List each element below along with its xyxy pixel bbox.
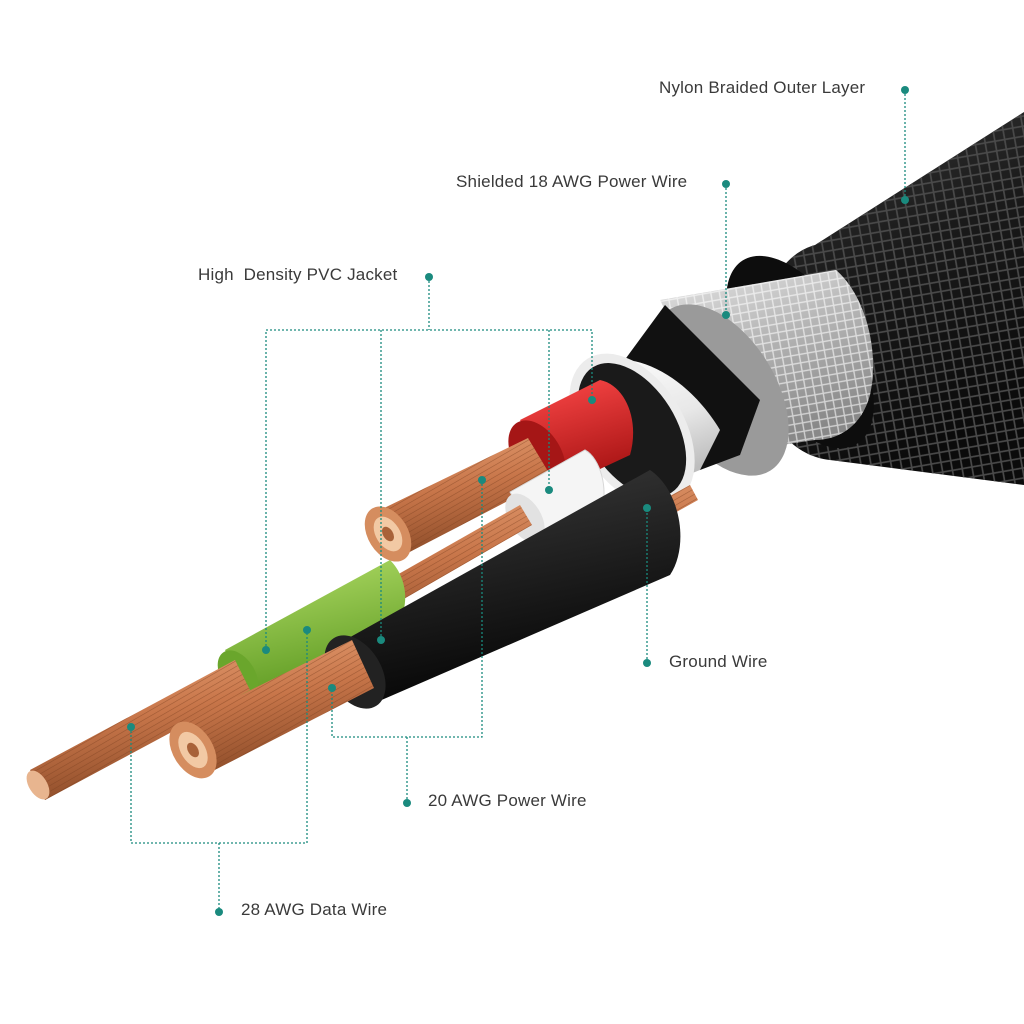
data-28awg-label: 28 AWG Data Wire [241, 900, 388, 919]
data-28awg-target-1-dot [127, 723, 135, 731]
shielded-power-target-dot [722, 311, 730, 319]
outer-layer-target-dot [901, 196, 909, 204]
pvc-green-target-dot [262, 646, 270, 654]
ground-wire-dot [643, 659, 651, 667]
pvc-jacket-bracket [265, 329, 593, 650]
power-20awg-label: 20 AWG Power Wire [428, 791, 587, 810]
power-20awg-target-1-dot [478, 476, 486, 484]
shielded-power-dot [722, 180, 730, 188]
callout-lines [130, 90, 906, 912]
power-20awg-dot [403, 799, 411, 807]
outer-layer-dot [901, 86, 909, 94]
ground-wire-target-dot [643, 504, 651, 512]
power-20awg-target-2-dot [328, 684, 336, 692]
pvc-red-target-dot [588, 396, 596, 404]
shielded-power-label: Shielded 18 AWG Power Wire [456, 172, 688, 191]
pvc-white-target-dot [545, 486, 553, 494]
pvc-black-target-dot [377, 636, 385, 644]
pvc-jacket-label: High Density PVC Jacket [198, 265, 398, 284]
ground-wire-label: Ground Wire [669, 652, 768, 671]
data-28awg-dot [215, 908, 223, 916]
data-28awg-target-2-dot [303, 626, 311, 634]
outer-layer-label: Nylon Braided Outer Layer [659, 78, 866, 97]
green-data-conductor [26, 560, 406, 800]
callout-dots [127, 86, 909, 916]
black-power-conductor [169, 470, 681, 779]
pvc-jacket-dot [425, 273, 433, 281]
